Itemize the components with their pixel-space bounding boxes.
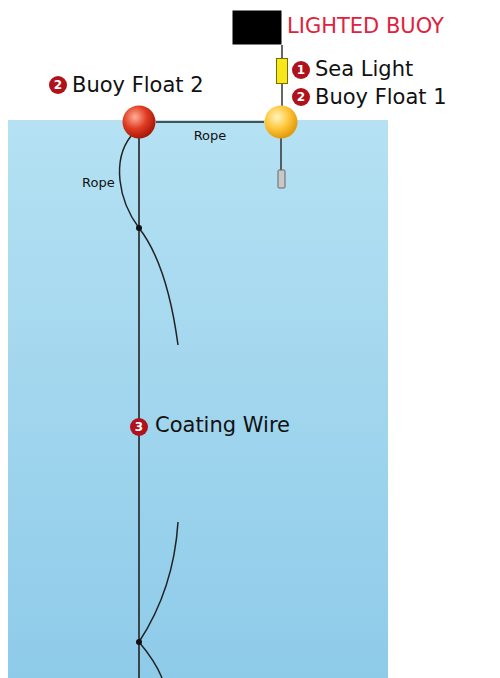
- part-label: Sea Light: [315, 57, 413, 82]
- callout-number: 1: [292, 61, 310, 79]
- rope-label: Rope: [194, 128, 227, 144]
- callout-number: 2: [292, 88, 310, 106]
- buoy-float-ball: [265, 106, 298, 139]
- rope-line: [156, 121, 264, 123]
- light-mount: [281, 45, 283, 58]
- sea-light-shape: [276, 58, 288, 84]
- buoy-float-ball: [123, 106, 156, 139]
- sea-water: [8, 120, 388, 678]
- light-mount: [281, 84, 283, 106]
- part-label: Buoy Float 2: [72, 73, 204, 98]
- net-line: [139, 228, 178, 345]
- buoy-stem: [280, 138, 282, 172]
- net-line: [139, 642, 162, 678]
- callout-number: 3: [130, 418, 148, 436]
- joint-dot: [136, 639, 142, 645]
- callout-number: 2: [49, 76, 67, 94]
- coating-wire: [138, 138, 140, 678]
- sea-light-body: [277, 59, 288, 84]
- buoy-float: Buoy Float 1: [264, 105, 298, 139]
- part-label: Buoy Float 1: [315, 85, 447, 110]
- part-label: LIGHTED BUOY: [287, 14, 444, 39]
- buoy-weight: [278, 170, 285, 188]
- rope-line: [120, 136, 139, 228]
- rope-label: Rope: [82, 175, 115, 191]
- sea-light: Sea Light: [276, 58, 288, 84]
- lighted-buoy-box: LIGHTED BUOY: [232, 10, 282, 45]
- buoy-float-shape: [122, 105, 156, 139]
- net-line: [139, 522, 178, 642]
- buoy-float-shape: [264, 105, 298, 139]
- joint-dot: [136, 225, 142, 231]
- buoy-float: Buoy Float 2: [122, 105, 156, 139]
- lighted-buoy-box-body: [233, 11, 282, 45]
- part-label: Coating Wire: [155, 413, 290, 438]
- lighted-buoy-box-shape: [232, 10, 282, 45]
